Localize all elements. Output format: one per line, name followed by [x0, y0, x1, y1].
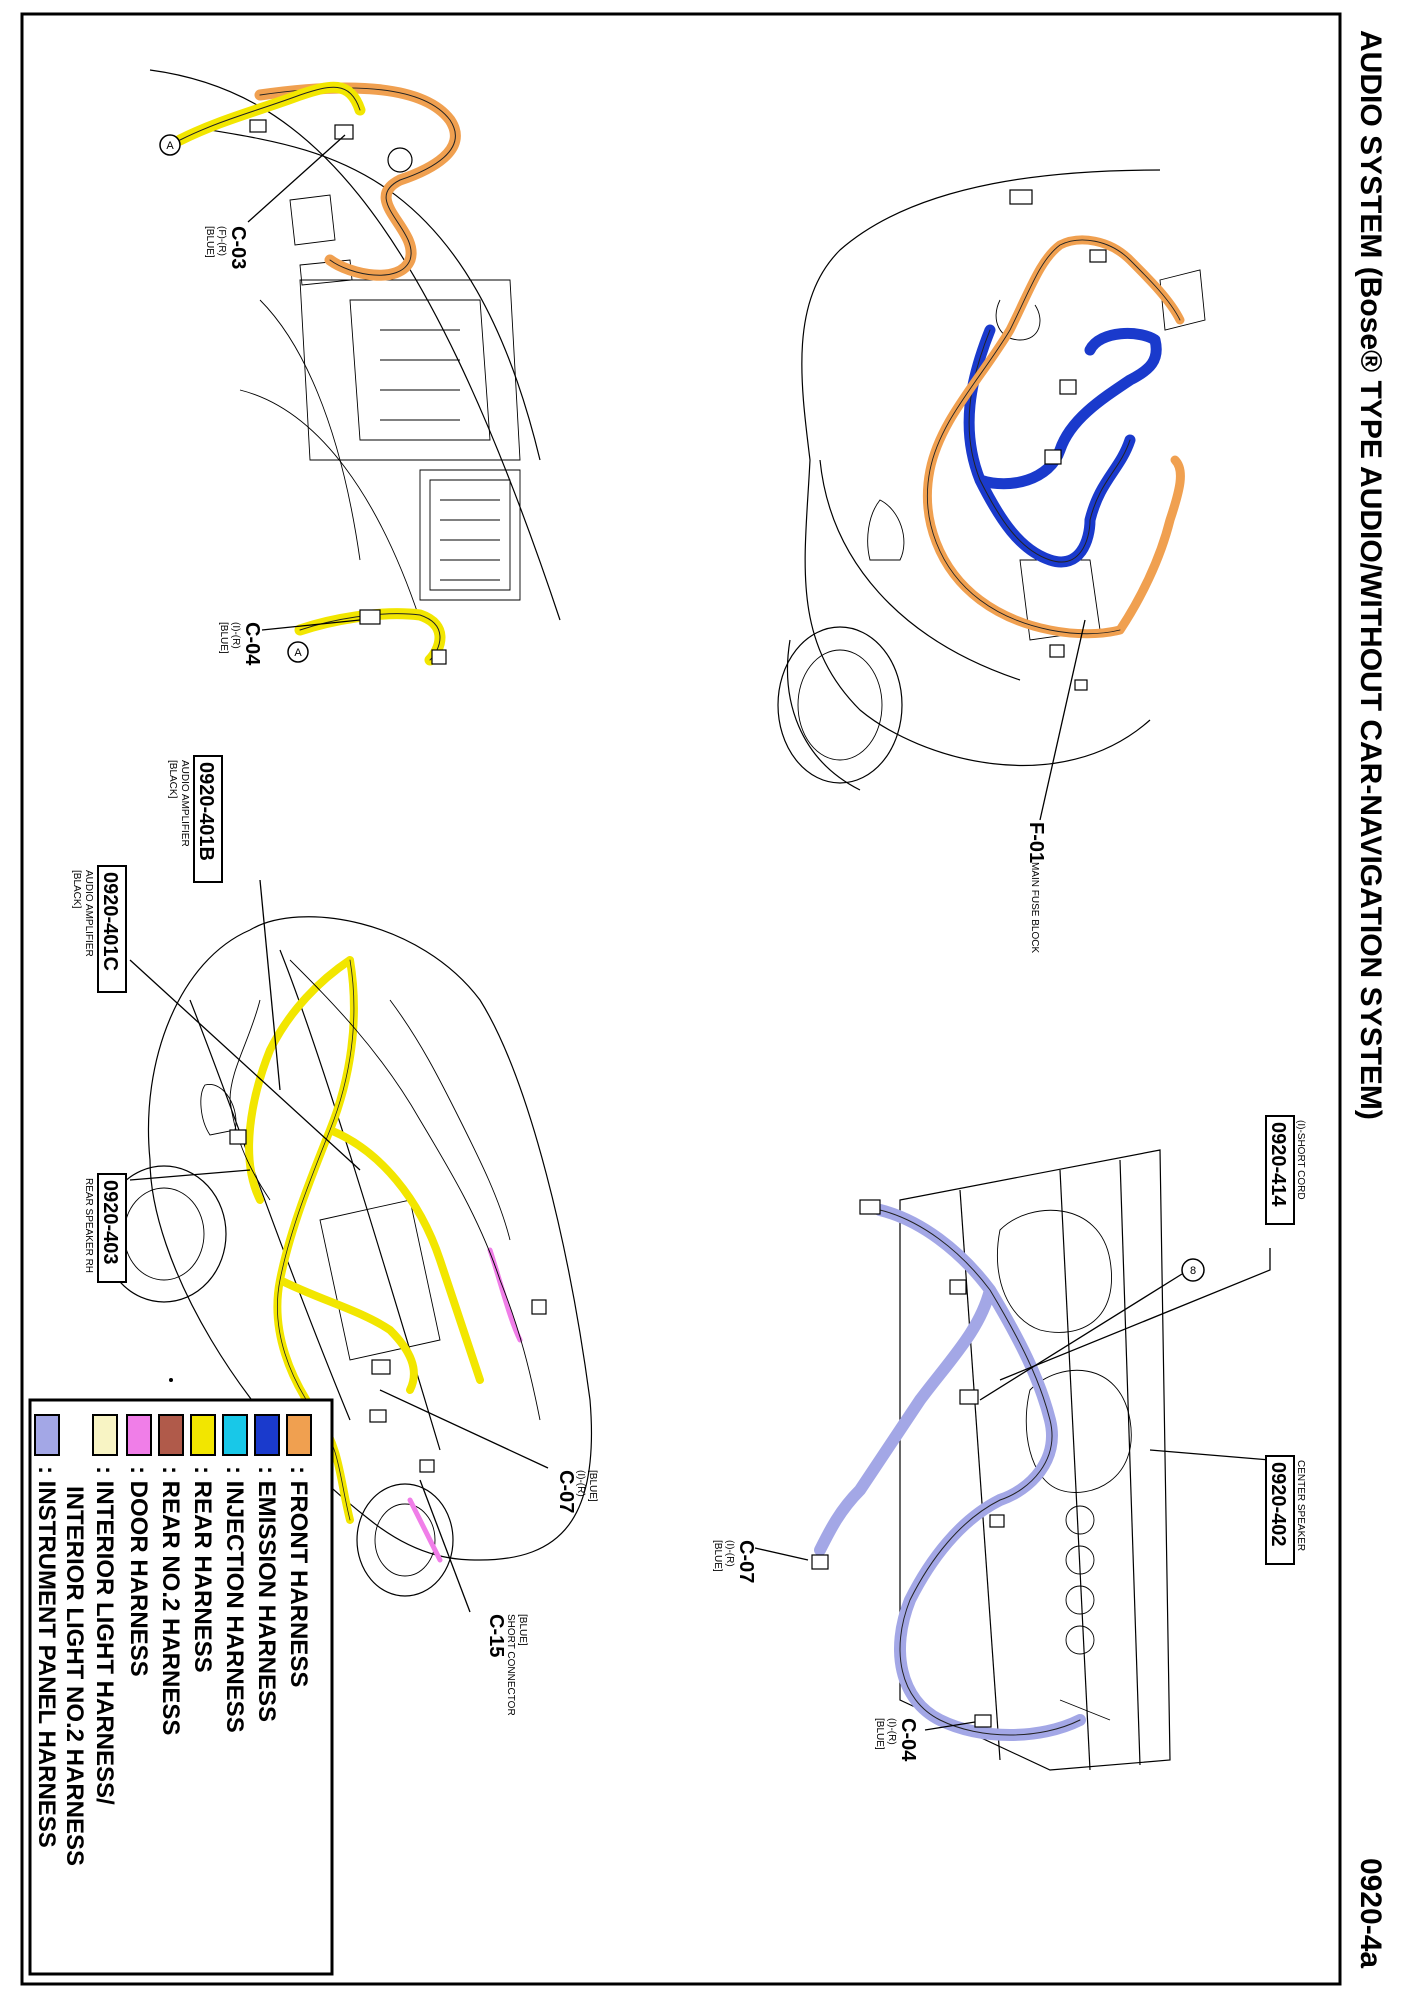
callout-c03: C-03 (F)-(R) [BLUE] [204, 226, 249, 269]
callout-c07-body-sub: (I)-(R) [575, 1470, 586, 1497]
callout-0920-401b-color: [BLACK] [167, 760, 178, 799]
callout-0920-401c-color: [BLACK] [71, 870, 82, 909]
legend-label-0: : FRONT HARNESS [285, 1466, 312, 1687]
callout-f01-desc: MAIN FUSE BLOCK [1029, 862, 1040, 953]
callout-0920-401b-code: 0920-401B [195, 762, 217, 861]
legend-frame [28, 1398, 334, 1976]
page-title: AUDIO SYSTEM (Bose® TYPE AUDIO/WITHOUT C… [1354, 30, 1387, 1120]
callout-0920-401c: 0920-401C AUDIO AMPLIFIER [BLACK] [71, 865, 127, 993]
body-harness-view: 0920-401B AUDIO AMPLIFIER [BLACK] 0920-4… [71, 755, 598, 1716]
callout-0920-401b: 0920-401B AUDIO AMPLIFIER [BLACK] [167, 755, 223, 883]
callout-c07-ip-color: [BLUE] [712, 1540, 723, 1572]
callout-c04-ip: C-04 (I)-(R) [BLUE] [874, 1718, 919, 1762]
callout-0920-414-desc: (I)-SHORT CORD [1295, 1120, 1306, 1200]
marker-a-top [159, 134, 181, 156]
legend-swatch-2 [222, 1414, 248, 1456]
callout-c07-body: [BLUE] (I)-(R) C-07 [555, 1470, 598, 1513]
callout-0920-402-desc: CENTER SPEAKER [1295, 1460, 1306, 1551]
callout-0920-403-code: 0920-403 [99, 1180, 121, 1265]
legend-swatch-6 [92, 1414, 118, 1456]
legend-swatch-0 [286, 1414, 312, 1456]
legend-label-7: : INSTRUMENT PANEL HARNESS [33, 1466, 60, 1848]
callout-0920-401b-desc: AUDIO AMPLIFIER [179, 760, 190, 847]
engine-compartment-view: F-01 MAIN FUSE BLOCK [777, 169, 1206, 953]
callout-c04-pedal-sub: (I)-(R) [230, 622, 241, 649]
legend-label-1: : EMISSION HARNESS [253, 1466, 280, 1722]
harness-color-legend: : FRONT HARNESS: EMISSION HARNESS: INJEC… [28, 1398, 334, 1976]
callout-c04-pedal: C-04 (I)-(R) [BLUE] [218, 622, 263, 666]
legend-label-5: : DOOR HARNESS [125, 1466, 152, 1677]
page-frame [20, 12, 1342, 1986]
callout-c04-pedal-color: [BLUE] [218, 622, 229, 654]
callout-c07-ip: C-07 (I)-(R) [BLUE] [712, 1540, 757, 1583]
callout-c04-ip-sub: (I)-(R) [886, 1718, 897, 1745]
legend-swatch-5 [126, 1414, 152, 1456]
callout-c03-sub: (F)-(R) [216, 226, 227, 256]
marker-a-top-label: A [166, 140, 174, 152]
marker-8-label: 8 [1190, 1265, 1196, 1277]
callout-c04-ip-color: [BLUE] [874, 1718, 885, 1750]
legend-label-2: : INJECTION HARNESS [221, 1466, 248, 1733]
callout-c15-desc: SHORT CONNECTOR [505, 1614, 516, 1716]
callout-0920-402-code: 0920-402 [1267, 1462, 1289, 1547]
legend-swatch-4 [158, 1414, 184, 1456]
callout-0920-401c-code: 0920-401C [99, 872, 121, 971]
callout-c15: [BLUE] SHORT CONNECTOR C-15 [485, 1614, 528, 1716]
legend-swatch-7 [34, 1414, 60, 1456]
marker-a-mid-label: A [294, 647, 302, 659]
legend-swatch-1 [254, 1414, 280, 1456]
callout-0920-414: (I)-SHORT CORD 0920-414 [1265, 1115, 1306, 1225]
legend-label-6-line2: INTERIOR LIGHT NO.2 HARNESS [61, 1486, 88, 1866]
callout-0920-401c-desc: AUDIO AMPLIFIER [83, 870, 94, 957]
callout-0920-414-code: 0920-414 [1267, 1122, 1289, 1207]
callout-c04-ip-code: C-04 [897, 1718, 919, 1762]
legend-label-3: : REAR HARNESS [189, 1466, 216, 1673]
callout-c15-code: C-15 [485, 1614, 507, 1657]
callout-c07-body-code: C-07 [555, 1470, 577, 1513]
callout-0920-403-desc: REAR SPEAKER RH [83, 1178, 94, 1273]
callout-c07-ip-code: C-07 [735, 1540, 757, 1583]
callout-c03-code: C-03 [227, 226, 249, 269]
marker-8 [1181, 1258, 1205, 1282]
callout-c07-ip-sub: (I)-(R) [724, 1540, 735, 1567]
instrument-panel-view: 8 (I)-SHORT CORD 0920-414 CENTER SPEAKER… [712, 1115, 1306, 1771]
legend-label-6: : INTERIOR LIGHT HARNESS/ [91, 1466, 118, 1805]
callout-f01-code: F-01 [1025, 822, 1047, 863]
callout-c04-pedal-code: C-04 [241, 622, 263, 666]
front-harness-wire [254, 82, 461, 281]
legend-swatch-3 [190, 1414, 216, 1456]
marker-a-mid [287, 641, 309, 663]
legend-label-4: : REAR NO.2 HARNESS [157, 1466, 184, 1735]
pedal-area-view: A A C-03 (F)-(R) [BLUE] C-04 (I)-(R) [BL… [149, 69, 561, 666]
callout-0920-402: CENTER SPEAKER 0920-402 [1265, 1455, 1306, 1565]
callout-f01: F-01 MAIN FUSE BLOCK [1025, 822, 1047, 953]
page-number: 0920-4a [1354, 1858, 1387, 1968]
callout-c03-color: [BLUE] [204, 226, 215, 258]
callout-c07-body-color: [BLUE] [587, 1470, 598, 1502]
callout-c15-color: [BLUE] [517, 1614, 528, 1646]
callout-0920-403: 0920-403 REAR SPEAKER RH [83, 1173, 127, 1283]
